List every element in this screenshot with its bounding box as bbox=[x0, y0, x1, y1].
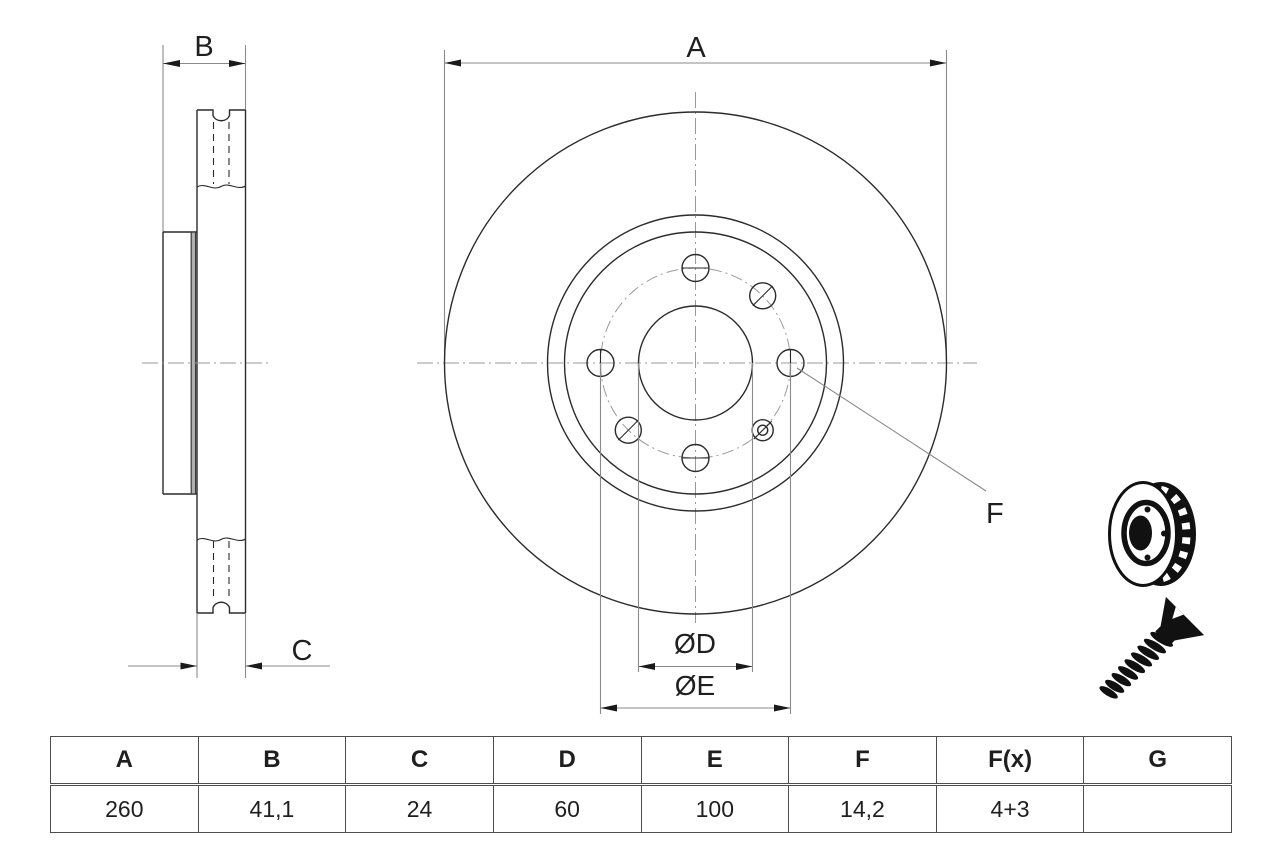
f-leader: F bbox=[796, 367, 1004, 530]
bolt-dot bbox=[1144, 554, 1151, 561]
dim-label-e: ØE bbox=[675, 670, 715, 701]
brake-disc-3d-icon bbox=[1108, 481, 1196, 587]
value-fx: 4+3 bbox=[935, 784, 1085, 833]
screw-head bbox=[1160, 596, 1205, 641]
arrowhead-left bbox=[600, 704, 617, 712]
dimension-b: B bbox=[162, 31, 247, 232]
break-line-top bbox=[196, 184, 246, 189]
dim-label-f: F bbox=[986, 498, 1004, 530]
dimension-e: ØE bbox=[599, 363, 792, 714]
dim-label-c: C bbox=[292, 635, 313, 667]
table-header-g: G bbox=[1083, 736, 1232, 786]
value-a: 260 bbox=[50, 784, 199, 833]
side-view: B bbox=[128, 31, 330, 678]
value-c: 24 bbox=[345, 784, 494, 833]
dim-label-b: B bbox=[194, 31, 213, 63]
value-e: 100 bbox=[640, 784, 790, 833]
arrowhead-right bbox=[736, 663, 753, 670]
spec-table-value-row: 260 41,1 24 60 100 14,2 4+3 bbox=[50, 784, 1232, 833]
hub-ring bbox=[1121, 499, 1171, 567]
value-f: 14,2 bbox=[788, 784, 937, 833]
spec-table: A B C D E F F(x) G 260 41,1 24 60 100 14… bbox=[50, 736, 1232, 833]
break-line-bottom bbox=[196, 537, 246, 542]
dimension-d: ØD bbox=[637, 363, 754, 672]
bolt-dot bbox=[1144, 506, 1151, 513]
arrowhead-left bbox=[245, 662, 262, 670]
dimension-a: A bbox=[443, 32, 948, 360]
hat-outer-circle bbox=[563, 231, 828, 495]
arrowhead-right bbox=[180, 662, 197, 670]
table-header-d: D bbox=[492, 736, 642, 786]
table-header-f: F bbox=[788, 736, 937, 786]
dim-label-a: A bbox=[686, 32, 706, 64]
auxiliary-holes bbox=[614, 282, 777, 444]
countersunk-screw-icon bbox=[1099, 596, 1205, 699]
band-top-edge-with-vent-notch bbox=[197, 109, 246, 122]
value-b: 41,1 bbox=[197, 784, 347, 833]
spec-table-header-row: A B C D E F F(x) G bbox=[50, 736, 1232, 786]
aux-hole-upper-right bbox=[749, 282, 777, 310]
screw-slot bbox=[1172, 606, 1184, 619]
screw-threads bbox=[1099, 631, 1173, 699]
arrowhead-left bbox=[444, 59, 461, 67]
dimension-c: C bbox=[128, 613, 330, 678]
front-view: A bbox=[417, 32, 1004, 714]
disc-band-section bbox=[196, 109, 247, 614]
arrowhead-right bbox=[774, 704, 791, 712]
table-header-b: B bbox=[197, 736, 347, 786]
value-g bbox=[1083, 784, 1232, 833]
table-header-c: C bbox=[345, 736, 494, 786]
outer-diameter-circle bbox=[443, 111, 948, 615]
table-header-fx: F(x) bbox=[935, 736, 1085, 786]
arrowhead-right bbox=[930, 59, 947, 67]
table-header-e: E bbox=[640, 736, 790, 786]
aux-hole-lower-left bbox=[614, 416, 642, 444]
band-bottom-edge-with-vent-notch bbox=[197, 601, 246, 614]
table-header-a: A bbox=[50, 736, 199, 786]
bolt-dot bbox=[1161, 530, 1167, 537]
arrowhead-right bbox=[229, 60, 246, 67]
arrowhead-left bbox=[163, 60, 180, 67]
center-bore bbox=[1129, 515, 1152, 551]
dim-label-d: ØD bbox=[674, 628, 716, 659]
locating-pin-hole-inner bbox=[757, 424, 769, 436]
value-d: 60 bbox=[492, 784, 642, 833]
friction-surface-inner-circle bbox=[546, 214, 845, 512]
arrowhead-left bbox=[638, 663, 655, 670]
